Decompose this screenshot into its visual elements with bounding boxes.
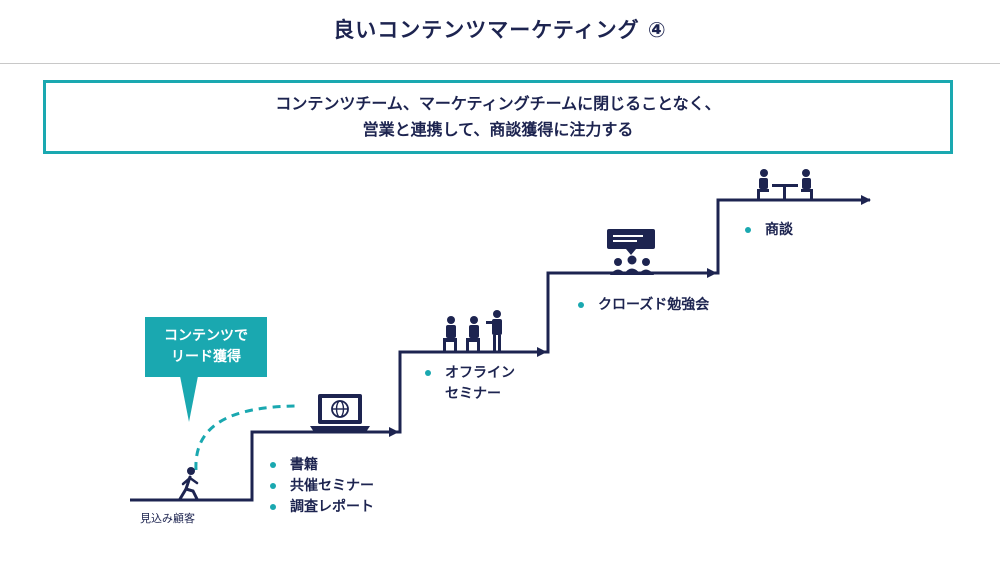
step-line-2	[398, 347, 547, 434]
list-item: 共催セミナー	[270, 476, 374, 497]
callout-line-1: コンテンツで	[164, 328, 248, 344]
laptop-globe-icon	[310, 394, 370, 432]
list-item: 商談	[745, 220, 793, 241]
page-title: 良いコンテンツマーケティング ④	[333, 18, 667, 42]
title-divider	[0, 63, 1000, 64]
bullet-dot	[270, 483, 276, 489]
bullet-dot	[578, 302, 584, 308]
walking-person-icon	[178, 467, 199, 501]
group-chat-icon	[607, 229, 655, 275]
dashed-connector	[194, 404, 301, 471]
stage1-list: 書籍 共催セミナー 調査レポート	[270, 455, 374, 518]
bullet-dot	[745, 227, 751, 233]
bullet-dot	[425, 370, 431, 376]
list-item: クローズド勉強会	[578, 295, 709, 316]
bullet-dot	[270, 504, 276, 510]
step-line-4	[716, 195, 871, 275]
list-item: 調査レポート	[270, 497, 374, 518]
list-item: オフラインセミナー	[425, 363, 515, 405]
stage2-list: オフラインセミナー	[425, 363, 515, 405]
stage3-list: クローズド勉強会	[578, 295, 709, 316]
message-line-1: コンテンツチーム、マーケティングチームに閉じることなく、	[275, 94, 721, 113]
stage4-list: 商談	[745, 220, 793, 241]
message-line-2: 営業と連携して、商談獲得に注力する	[362, 120, 634, 139]
callout-line-2: リード獲得	[171, 349, 241, 365]
lead-callout: コンテンツで リード獲得	[145, 317, 267, 377]
callout-pointer	[180, 376, 198, 422]
bullet-dot	[270, 462, 276, 468]
meeting-table-icon	[757, 169, 813, 199]
seminar-audience-icon	[443, 310, 502, 351]
list-item: 書籍	[270, 455, 374, 476]
message-box: コンテンツチーム、マーケティングチームに閉じることなく、 営業と連携して、商談獲…	[43, 80, 953, 154]
customer-label: 見込み顧客	[140, 512, 195, 525]
